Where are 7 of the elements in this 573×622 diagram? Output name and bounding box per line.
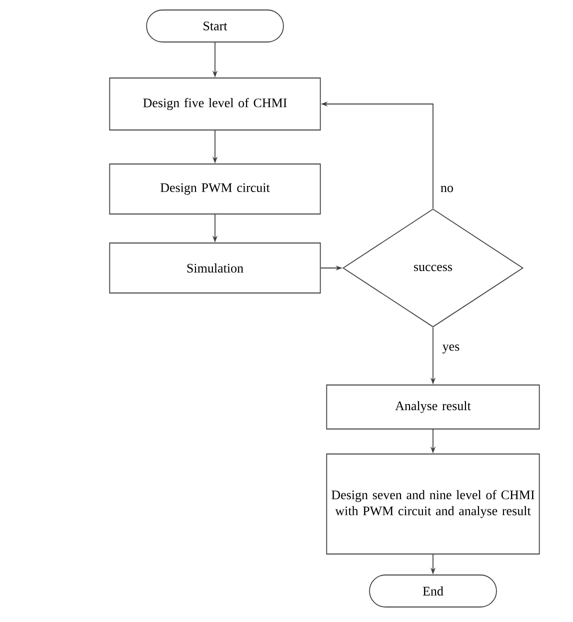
process-box: Analyse result — [326, 384, 540, 430]
edge-label: no — [440, 184, 454, 194]
edge-label: yes — [441, 344, 461, 354]
process-box: Design five level of CHMI — [109, 78, 321, 130]
process-box: Design PWM circuit — [109, 164, 321, 214]
process-box: Design seven and nine level of CHMI with PWM circuit and analyse result — [326, 454, 540, 554]
process-box: Simulation — [109, 242, 321, 294]
